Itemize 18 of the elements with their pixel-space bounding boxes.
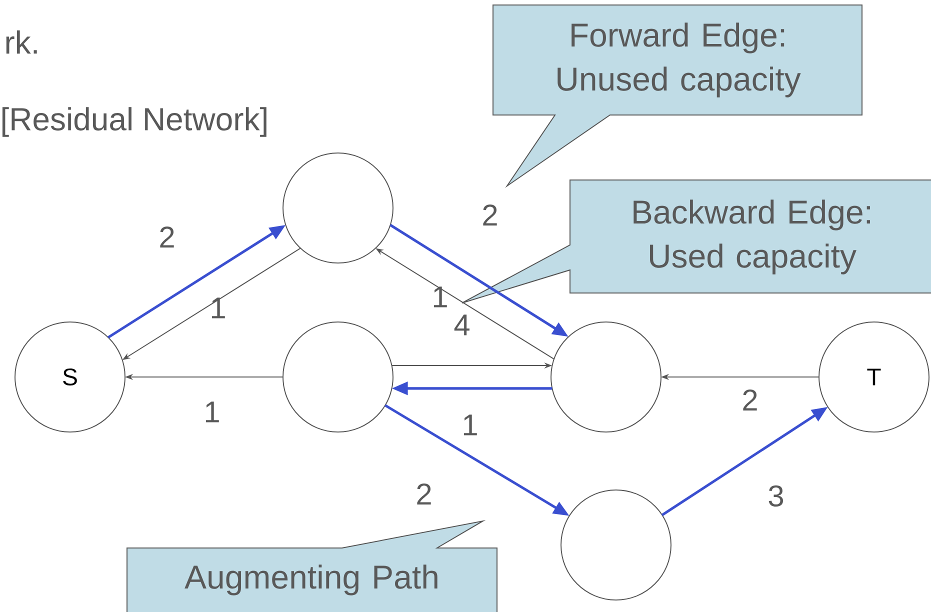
callout-box: Forward Edge: Unused capacity [492,4,862,188]
edge-label: 4 [454,314,470,336]
heading-text: [Residual Network] [2,107,266,137]
callout-box: Augmenting Path [126,520,498,612]
heading-text: rk. [6,30,37,54]
edge-label: 1 [206,402,219,422]
edge-label: 2 [743,390,757,410]
edge-label: 3 [768,485,784,507]
node-circle [560,489,672,600]
node-circle [550,321,662,432]
edge-label: 2 [417,484,431,504]
edge-label: 1 [212,298,225,318]
edge-label: 2 [483,204,497,226]
edge-label: 1 [434,286,447,308]
edge-label: 2 [160,226,174,248]
node-circle [282,152,394,264]
node-circle [282,321,394,432]
edge-label: 1 [464,414,477,436]
